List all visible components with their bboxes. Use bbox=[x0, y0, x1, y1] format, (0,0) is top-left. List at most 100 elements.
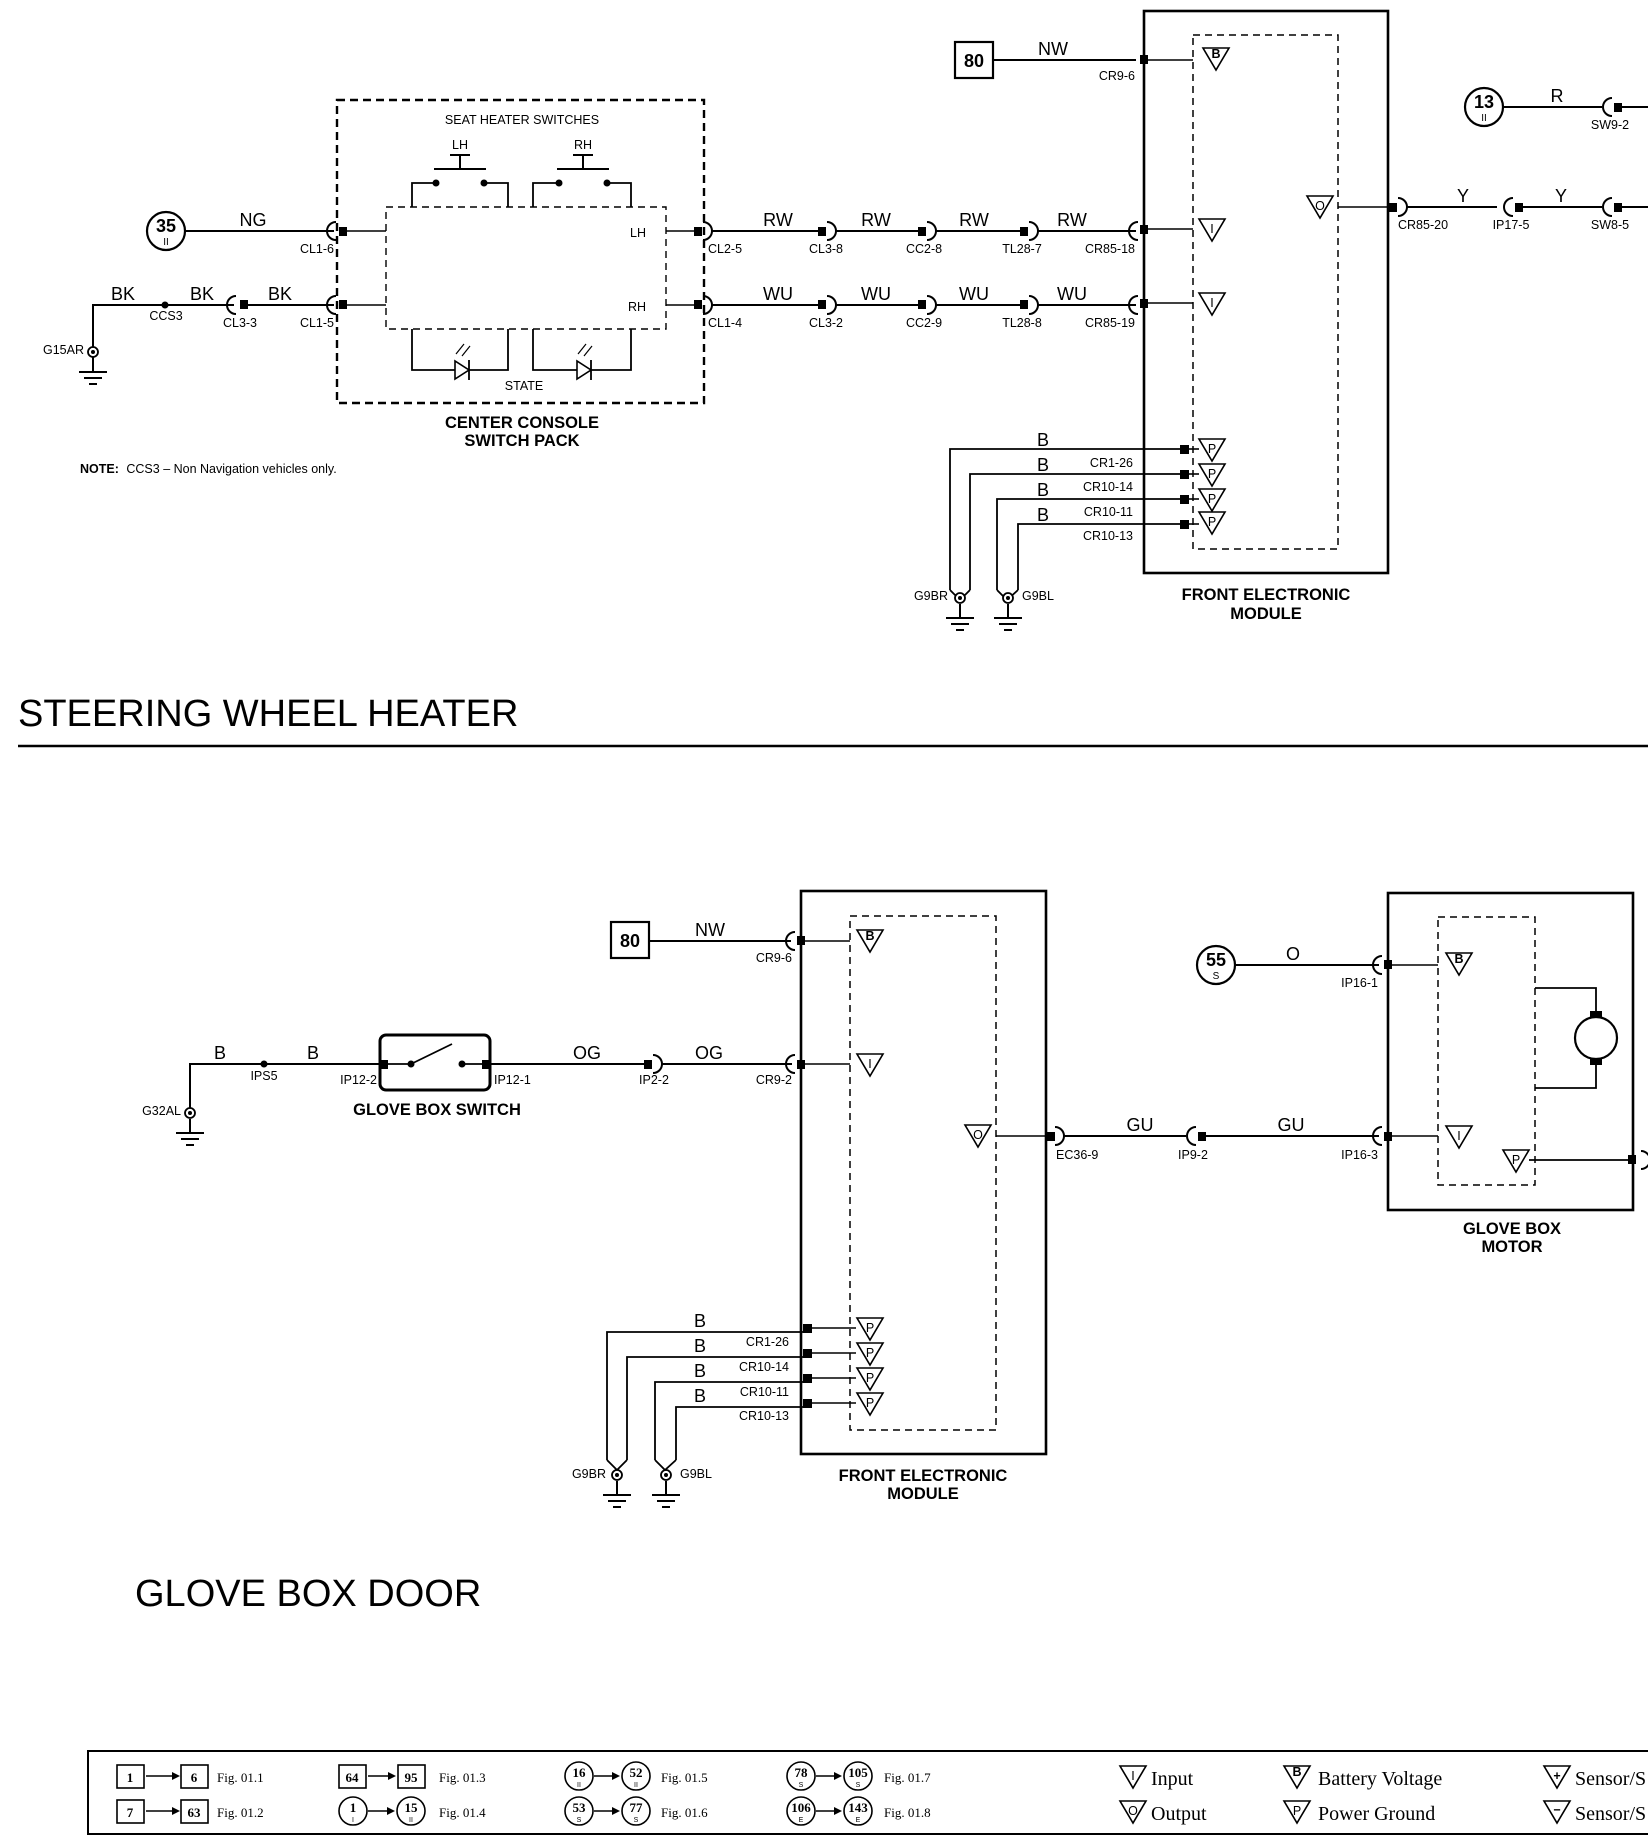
glove-box-door-section: 80 NW CR9-6 FRONT ELECTRONIC MODULE B I bbox=[142, 889, 1648, 1508]
wire-rw-2: RW bbox=[861, 210, 891, 230]
svg-text:Fig. 01.1: Fig. 01.1 bbox=[217, 1770, 264, 1785]
svg-text:O: O bbox=[1128, 1804, 1138, 1818]
svg-text:Power Ground: Power Ground bbox=[1318, 1803, 1435, 1825]
pin-cr1-26-top: CR1-26 bbox=[1090, 456, 1133, 470]
legend-ref-3: 64 95 Fig. 01.3 bbox=[338, 1764, 486, 1789]
wire-b-bottom-2: B bbox=[694, 1336, 706, 1356]
legend-input: I Input bbox=[1119, 1765, 1194, 1790]
pin-ccs3: CCS3 bbox=[149, 309, 182, 323]
ref-35-sub: II bbox=[163, 237, 169, 248]
svg-text:E: E bbox=[856, 1817, 861, 1824]
pin-g32al: G32AL bbox=[142, 1104, 181, 1118]
legend-ref-2: 7 63 Fig. 01.2 bbox=[116, 1799, 264, 1824]
svg-text:53: 53 bbox=[573, 1800, 587, 1815]
fem-bottom-title-line2: MODULE bbox=[887, 1485, 959, 1503]
pin-cl3-3: CL3-3 bbox=[223, 316, 257, 330]
symbol-output: O bbox=[1315, 199, 1325, 213]
pin-sw8-5: SW8-5 bbox=[1591, 218, 1629, 232]
svg-text:64: 64 bbox=[346, 1770, 360, 1785]
pin-cr85-20: CR85-20 bbox=[1398, 218, 1448, 232]
note-bold: NOTE: bbox=[80, 462, 119, 476]
svg-text:78: 78 bbox=[795, 1765, 809, 1780]
svg-text:Fig. 01.3: Fig. 01.3 bbox=[439, 1770, 486, 1785]
svg-text:Fig. 01.4: Fig. 01.4 bbox=[439, 1805, 486, 1820]
fem-title-line2: MODULE bbox=[1230, 605, 1302, 623]
wire-b-bottom-1: B bbox=[694, 1311, 706, 1331]
ref-55-sub: S bbox=[1213, 971, 1220, 982]
svg-text:Input: Input bbox=[1151, 1768, 1194, 1790]
pin-g9br-top: G9BR bbox=[914, 589, 948, 603]
wire-b-bottom-4: B bbox=[694, 1386, 706, 1406]
pin-ips5: IPS5 bbox=[250, 1069, 277, 1083]
front-electronic-module bbox=[1142, 9, 1390, 575]
legend: 1 6 Fig. 01.1 64 95 Fig. 01.3 16 II 52 I… bbox=[87, 1750, 1648, 1835]
ref-13-sub: II bbox=[1481, 113, 1487, 124]
wire-wu-1: WU bbox=[763, 284, 793, 304]
pin-ip12-2: IP12-2 bbox=[340, 1073, 377, 1087]
note-text: CCS3 – Non Navigation vehicles only. bbox=[126, 462, 336, 476]
svg-text:143: 143 bbox=[848, 1800, 868, 1815]
fem-bottom-title-line1: FRONT ELECTRONIC bbox=[839, 1467, 1008, 1485]
pin-cc2-9: CC2-9 bbox=[906, 316, 942, 330]
wire-b-4: B bbox=[1037, 505, 1049, 525]
legend-ref-4: 1 I 15 II Fig. 01.4 bbox=[338, 1796, 486, 1826]
front-electronic-module-bottom bbox=[799, 889, 1048, 1456]
pin-cr9-6-bottom: CR9-6 bbox=[756, 951, 792, 965]
lh-switch bbox=[411, 154, 509, 207]
symbol-input-2: I bbox=[1210, 296, 1213, 310]
b-symbol-pg-3: P bbox=[866, 1371, 874, 1385]
ref-55-label: 55 bbox=[1206, 950, 1226, 970]
pin-cl3-2: CL3-2 bbox=[809, 316, 843, 330]
wire-rw-3: RW bbox=[959, 210, 989, 230]
b-symbol-battery: B bbox=[865, 929, 874, 943]
legend-sensor-plus: + Sensor/S bbox=[1543, 1765, 1646, 1790]
svg-text:II: II bbox=[634, 1782, 638, 1789]
pin-g9bl-top: G9BL bbox=[1022, 589, 1054, 603]
pin-cl3-8: CL3-8 bbox=[809, 242, 843, 256]
svg-text:16: 16 bbox=[573, 1765, 587, 1780]
ref-13-label: 13 bbox=[1474, 92, 1494, 112]
svg-text:Fig. 01.6: Fig. 01.6 bbox=[661, 1805, 708, 1820]
svg-text:106: 106 bbox=[791, 1800, 811, 1815]
wire-og-1: OG bbox=[573, 1043, 601, 1063]
pin-ip16-1: IP16-1 bbox=[1341, 976, 1378, 990]
wire-nw-bottom: NW bbox=[695, 920, 725, 940]
ccsp-title-line2: SWITCH PACK bbox=[464, 432, 579, 450]
wire-og-2: OG bbox=[695, 1043, 723, 1063]
svg-text:I: I bbox=[352, 1817, 354, 1824]
wire-bk-3: BK bbox=[268, 284, 292, 304]
pin-cl1-5: CL1-5 bbox=[300, 316, 334, 330]
pin-tl28-7: TL28-7 bbox=[1002, 242, 1042, 256]
pin-cr9-2: CR9-2 bbox=[756, 1073, 792, 1087]
pin-ip2-2: IP2-2 bbox=[639, 1073, 669, 1087]
wire-gu-2: GU bbox=[1278, 1115, 1305, 1135]
pin-ip12-1: IP12-1 bbox=[494, 1073, 531, 1087]
svg-text:Fig. 01.5: Fig. 01.5 bbox=[661, 1770, 708, 1785]
ref-80-label: 80 bbox=[964, 51, 984, 71]
symbol-battery-b: B bbox=[1211, 47, 1220, 61]
state-label: STATE bbox=[505, 379, 543, 393]
seat-heater-switches-label: SEAT HEATER SWITCHES bbox=[445, 113, 599, 127]
glove-box-switch-label: GLOVE BOX SWITCH bbox=[353, 1101, 521, 1119]
wire-bk-2: BK bbox=[190, 284, 214, 304]
b-symbol-output: O bbox=[973, 1128, 983, 1142]
switch-pack-rh-pin: RH bbox=[628, 300, 646, 314]
wire-ng: NG bbox=[240, 210, 267, 230]
symbol-power-ground-2: P bbox=[1208, 467, 1216, 481]
motor-symbol-power-ground: P bbox=[1512, 1153, 1520, 1167]
pin-ip17-5: IP17-5 bbox=[1493, 218, 1530, 232]
switch-pack-lh-pin: LH bbox=[630, 226, 646, 240]
wire-bk-1: BK bbox=[111, 284, 135, 304]
legend-ref-6: 53 S 77 S Fig. 01.6 bbox=[564, 1796, 708, 1826]
svg-text:I: I bbox=[1131, 1769, 1134, 1783]
pin-cr10-11-bottom: CR10-11 bbox=[740, 1385, 789, 1399]
pin-cr10-14-top: CR10-14 bbox=[1083, 480, 1133, 494]
motor-symbol-battery: B bbox=[1454, 952, 1463, 966]
svg-text:P: P bbox=[1293, 1804, 1301, 1818]
glove-box-motor bbox=[1386, 891, 1635, 1212]
svg-text:63: 63 bbox=[188, 1805, 202, 1820]
symbol-input-1: I bbox=[1210, 222, 1213, 236]
svg-text:−: − bbox=[1553, 1803, 1560, 1817]
legend-frame bbox=[87, 1750, 1648, 1835]
svg-text:6: 6 bbox=[191, 1770, 198, 1785]
